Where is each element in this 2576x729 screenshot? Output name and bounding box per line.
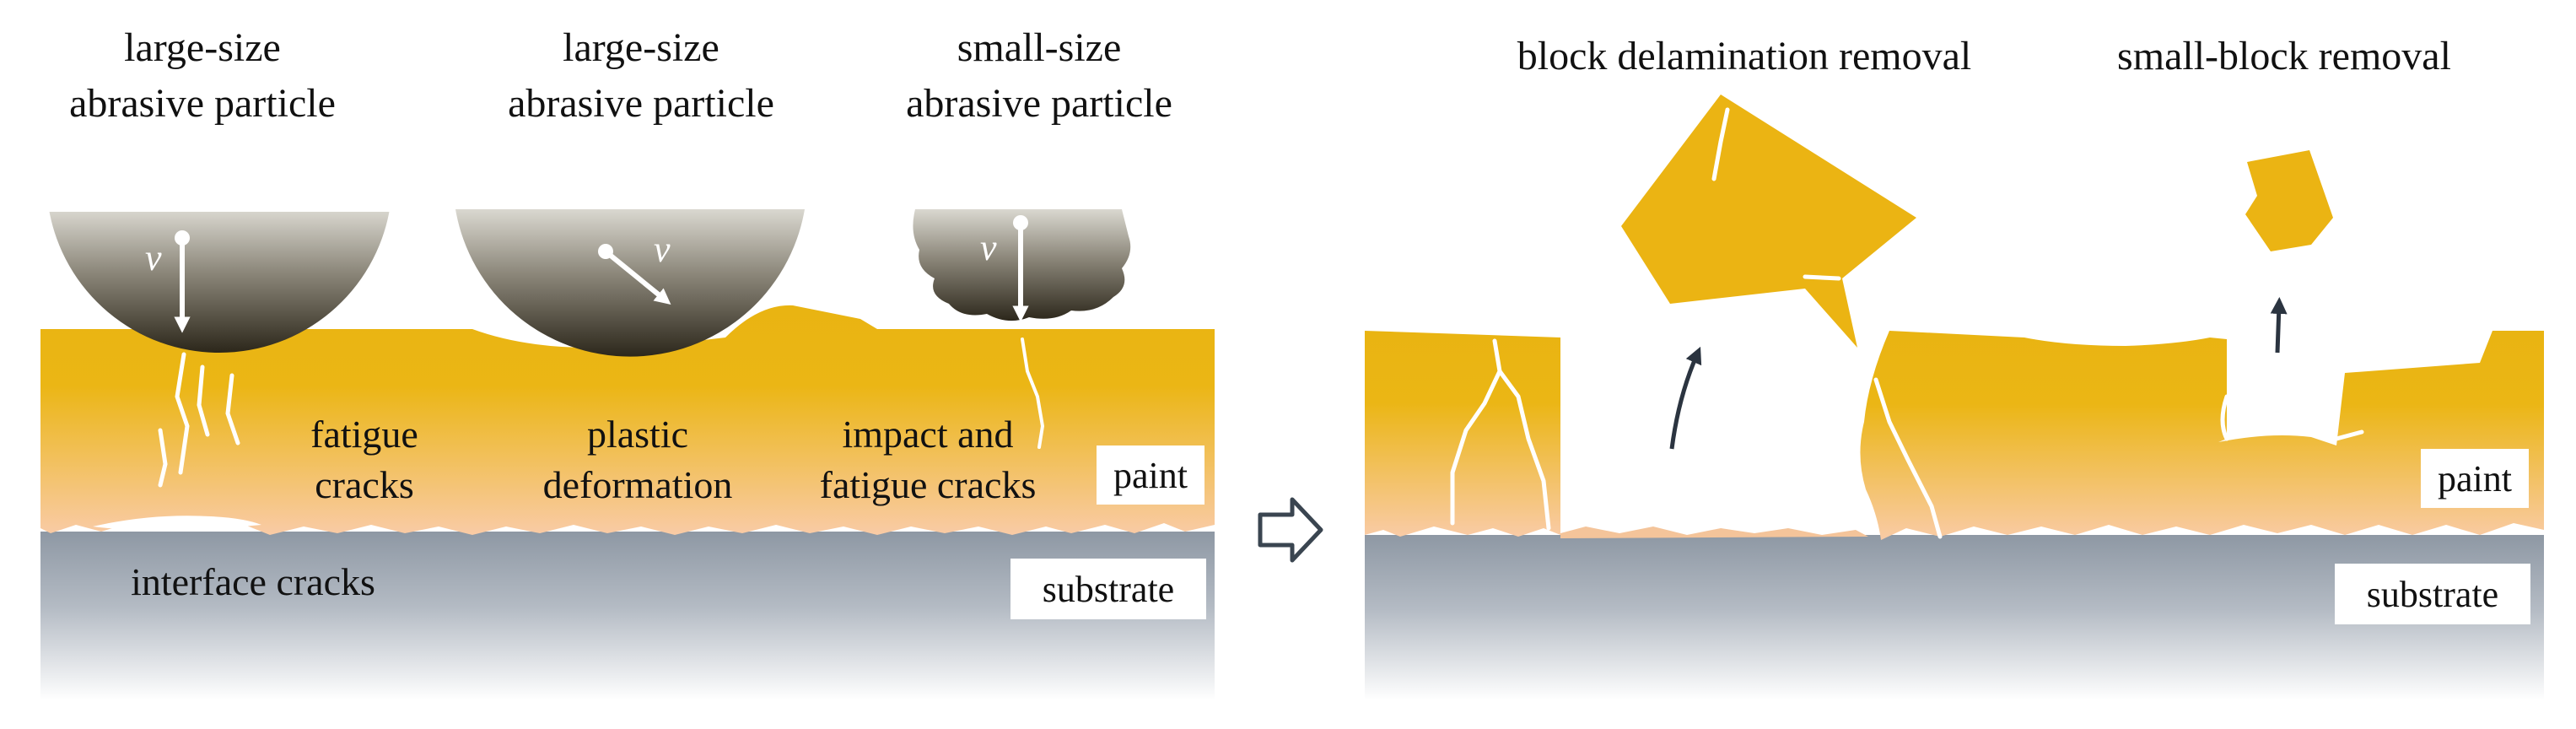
particle-label-2-line1: large-size — [563, 25, 719, 70]
transition-arrow-icon — [1258, 497, 1323, 563]
removal-arrow-small — [2270, 297, 2288, 354]
interface-crack — [93, 516, 261, 530]
mechanism-label-1-line2: cracks — [315, 463, 413, 506]
particle-sphere — [49, 209, 390, 354]
delaminated-block — [1621, 94, 1916, 348]
removal-arrow-large — [1669, 346, 1702, 450]
mechanism-label-2-line1: plastic — [587, 413, 688, 456]
paint-tag-box-right — [2421, 449, 2529, 508]
particle-label-1-line2: abrasive particle — [69, 81, 336, 126]
paint-tag-right: paint — [2438, 458, 2512, 500]
left-paint-layer — [40, 305, 1215, 535]
particle-label-3-line2: abrasive particle — [906, 81, 1172, 126]
substrate-tag-right: substrate — [2367, 574, 2498, 615]
mechanism-label-2-line2: deformation — [543, 463, 733, 506]
velocity-symbol: v — [145, 237, 162, 278]
velocity-arrow-1: v — [145, 230, 191, 333]
left-panel: v v v large-size abrasive particle large… — [40, 25, 1215, 700]
particle-label-2-line2: abrasive particle — [508, 81, 774, 126]
small-removed-block — [2245, 150, 2333, 251]
paint-tag-box — [1097, 446, 1204, 505]
mechanism-label-3-line2: fatigue cracks — [820, 463, 1037, 506]
particle-sphere — [455, 209, 805, 357]
paint-block-left — [1365, 331, 1560, 537]
velocity-arrow-2: v — [598, 229, 671, 305]
interface-cracks-label: interface cracks — [131, 560, 375, 603]
delaminated-block-cracks — [1711, 107, 1841, 281]
mechanism-label-1-line1: fatigue — [310, 413, 418, 456]
particle-label-3-line1: small-size — [957, 25, 1122, 70]
particle-label-1-line1: large-size — [124, 25, 281, 70]
large-particle-2 — [455, 209, 805, 357]
large-particle-1 — [49, 207, 390, 354]
right-panel: block delamination removal small-block r… — [1365, 34, 2544, 700]
block-delamination-label: block delamination removal — [1517, 34, 1972, 78]
substrate-tag-box-right — [2335, 564, 2530, 624]
velocity-arrow-3: v — [980, 215, 1029, 322]
paint-tag: paint — [1113, 455, 1188, 496]
velocity-symbol: v — [654, 229, 671, 270]
small-block-label: small-block removal — [2117, 34, 2451, 78]
fatigue-crack-lines — [158, 352, 240, 488]
block-crack-lines — [1450, 338, 2364, 539]
substrate-tag: substrate — [1043, 569, 1174, 610]
paint-block-middle — [1860, 331, 2544, 540]
velocity-symbol: v — [980, 227, 997, 268]
substrate-tag-box — [1010, 559, 1206, 619]
mechanism-label-3-line1: impact and — [842, 413, 1013, 456]
paint-residue — [1560, 526, 1868, 538]
impact-crack-line — [1021, 338, 1045, 449]
